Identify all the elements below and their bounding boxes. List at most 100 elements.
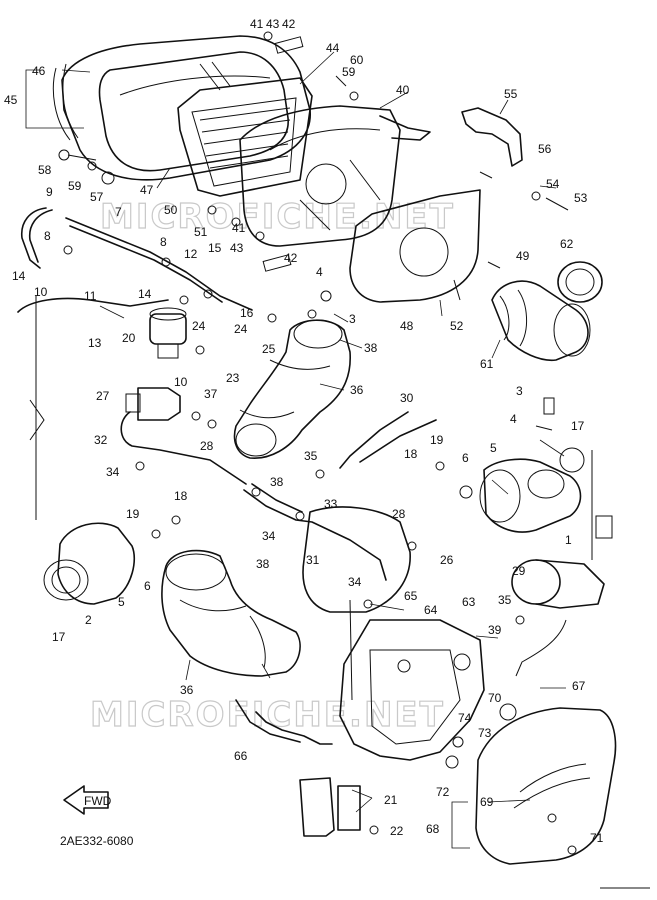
- callout: 68: [426, 822, 440, 836]
- callout: 39: [488, 623, 502, 637]
- callout: 35: [304, 449, 318, 463]
- body-31: [302, 506, 411, 613]
- callout: 11: [84, 289, 97, 303]
- callout: 30: [400, 391, 414, 405]
- callout: 60: [350, 53, 364, 67]
- callout: 14: [12, 269, 26, 283]
- callout: 18: [404, 447, 418, 461]
- callout: 58: [38, 163, 52, 177]
- callout: 43: [230, 241, 244, 255]
- intake-duct-lower: [161, 549, 301, 677]
- callout: 46: [32, 64, 46, 78]
- callout: 59: [68, 179, 82, 193]
- carb-joint-2: [43, 522, 136, 605]
- callout: 47: [140, 183, 154, 197]
- callout: 1: [565, 533, 572, 547]
- bracket-45: [25, 69, 84, 129]
- hardware: [58, 31, 613, 855]
- callout: 3: [349, 312, 356, 326]
- callout: 57: [90, 190, 104, 204]
- callout: 33: [324, 497, 338, 511]
- callout: 29: [512, 564, 526, 578]
- callout: 22: [390, 824, 404, 838]
- bracket-21-lead: [351, 789, 373, 813]
- callout: 26: [440, 553, 454, 567]
- callout: 8: [44, 229, 51, 243]
- callout: 70: [488, 691, 502, 705]
- callout: 61: [480, 357, 494, 371]
- air-filter-element: [177, 77, 313, 197]
- leader-lines: [61, 51, 566, 803]
- callout: 42: [284, 251, 298, 265]
- callout: 36: [180, 683, 194, 697]
- callout-labels: 1 2 3 3 4 4 5 5 6 6 7 8 8 9 10 10 11 12 …: [4, 17, 604, 845]
- callout: 63: [462, 595, 476, 609]
- callout: 59: [342, 65, 356, 79]
- bracket-21: [299, 777, 361, 837]
- callout: 73: [478, 726, 492, 740]
- fwd-arrow-icon: FWD: [63, 785, 112, 815]
- joint-61: [491, 261, 603, 362]
- callout: 38: [364, 341, 378, 355]
- callout: 31: [306, 553, 320, 567]
- watermark-top: MICROFICHE.NET: [100, 197, 455, 237]
- fwd-label: FWD: [84, 794, 112, 808]
- cover-plate-48: [349, 189, 481, 303]
- valve-20: [149, 307, 187, 359]
- callout: 54: [546, 177, 560, 191]
- carb-joint-1: [479, 447, 585, 533]
- callout: 34: [348, 575, 362, 589]
- callout: 35: [498, 593, 512, 607]
- callout: 16: [240, 306, 254, 320]
- callout: 38: [256, 557, 270, 571]
- callout: 18: [174, 489, 188, 503]
- callout: 50: [164, 203, 178, 217]
- callout: 13: [88, 336, 102, 350]
- callout: 67: [572, 679, 586, 693]
- callout: 62: [560, 237, 574, 251]
- callout: 9: [46, 185, 53, 199]
- callout: 5: [490, 441, 497, 455]
- callout: 10: [174, 375, 188, 389]
- callout: 20: [122, 331, 136, 345]
- callout: 53: [574, 191, 588, 205]
- callout: 51: [194, 225, 208, 239]
- callout: 64: [424, 603, 438, 617]
- callout: 3: [516, 384, 523, 398]
- callout: 37: [204, 387, 218, 401]
- callout: 69: [480, 795, 494, 809]
- callout: 52: [450, 319, 464, 333]
- callout: 34: [262, 529, 276, 543]
- callout: 34: [106, 465, 120, 479]
- callout: 32: [94, 433, 108, 447]
- callout: 7: [115, 205, 122, 219]
- callout: 24: [192, 319, 206, 333]
- diagram-code: 2AE332-6080: [60, 834, 134, 848]
- callout: 8: [160, 235, 167, 249]
- callout: 5: [118, 595, 125, 609]
- callout: 6: [462, 451, 469, 465]
- callout: 36: [350, 383, 364, 397]
- watermark-bottom: MICROFICHE.NET: [90, 695, 445, 735]
- callout: 23: [226, 371, 240, 385]
- intake-duct-upper: [233, 319, 351, 459]
- callout: 45: [4, 93, 18, 107]
- part-27: [125, 387, 181, 421]
- callout: 44: [326, 41, 340, 55]
- callout: 25: [262, 342, 276, 356]
- callout: 41: [250, 17, 264, 31]
- callout: 24: [234, 322, 248, 336]
- callout: 4: [510, 412, 517, 426]
- callout: 49: [516, 249, 530, 263]
- callout: 72: [436, 785, 450, 799]
- callout: 65: [404, 589, 418, 603]
- callout: 4: [316, 265, 323, 279]
- callout: 74: [458, 711, 472, 725]
- callout: 10: [34, 285, 48, 299]
- callout: 6: [144, 579, 151, 593]
- frame-line-mid: [349, 599, 353, 701]
- side-cover: [475, 707, 617, 865]
- callout: 38: [270, 475, 284, 489]
- callout: 28: [392, 507, 406, 521]
